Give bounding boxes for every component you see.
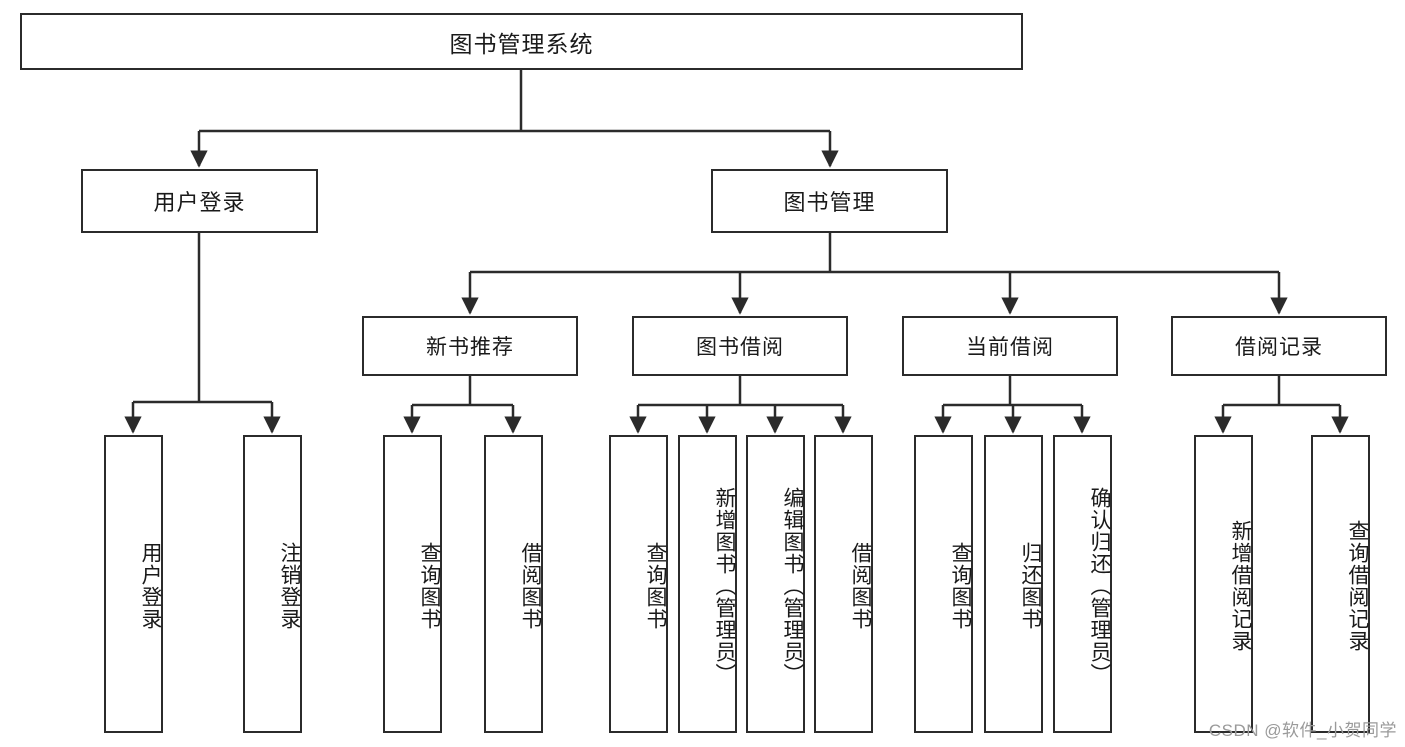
leaf-label: 查询图书 — [418, 542, 441, 630]
leaf-label: 查询图书 — [949, 542, 972, 630]
leaf-label: 确认归还（管理员） — [1088, 487, 1111, 685]
node-borrow-record[interactable]: 借阅记录 — [1171, 316, 1387, 376]
leaf-book-borrow-add[interactable]: 新增图书（管理员） — [678, 435, 737, 733]
node-book-management[interactable]: 图书管理 — [711, 169, 948, 233]
leaf-book-borrow-borrow[interactable]: 借阅图书 — [814, 435, 873, 733]
leaf-book-borrow-edit[interactable]: 编辑图书（管理员） — [746, 435, 805, 733]
leaf-label: 新增图书（管理员） — [713, 487, 736, 685]
node-user-login[interactable]: 用户登录 — [81, 169, 318, 233]
node-current-borrow[interactable]: 当前借阅 — [902, 316, 1118, 376]
leaf-label: 借阅图书 — [519, 542, 542, 630]
leaf-borrow-record-add[interactable]: 新增借阅记录 — [1194, 435, 1253, 733]
leaf-label: 编辑图书（管理员） — [781, 487, 804, 685]
leaf-new-book-borrow[interactable]: 借阅图书 — [484, 435, 543, 733]
node-root-system[interactable]: 图书管理系统 — [20, 13, 1023, 70]
leaf-book-borrow-query[interactable]: 查询图书 — [609, 435, 668, 733]
leaf-current-borrow-query[interactable]: 查询图书 — [914, 435, 973, 733]
leaf-user-login-signin[interactable]: 用户登录 — [104, 435, 163, 733]
leaf-label: 借阅图书 — [849, 542, 872, 630]
node-book-borrow[interactable]: 图书借阅 — [632, 316, 848, 376]
leaf-label: 查询借阅记录 — [1346, 520, 1369, 652]
leaf-new-book-query[interactable]: 查询图书 — [383, 435, 442, 733]
csdn-watermark: CSDN @软件_小贺同学 — [1208, 721, 1397, 740]
leaf-borrow-record-query[interactable]: 查询借阅记录 — [1311, 435, 1370, 733]
leaf-label: 查询图书 — [644, 542, 667, 630]
node-new-book-recommend[interactable]: 新书推荐 — [362, 316, 578, 376]
leaf-label: 用户登录 — [139, 542, 162, 630]
leaf-label: 归还图书 — [1019, 542, 1042, 630]
leaf-current-borrow-return[interactable]: 归还图书 — [984, 435, 1043, 733]
leaf-user-login-signout[interactable]: 注销登录 — [243, 435, 302, 733]
leaf-label: 新增借阅记录 — [1229, 520, 1252, 652]
leaf-current-borrow-confirm-return[interactable]: 确认归还（管理员） — [1053, 435, 1112, 733]
leaf-label: 注销登录 — [278, 542, 301, 630]
